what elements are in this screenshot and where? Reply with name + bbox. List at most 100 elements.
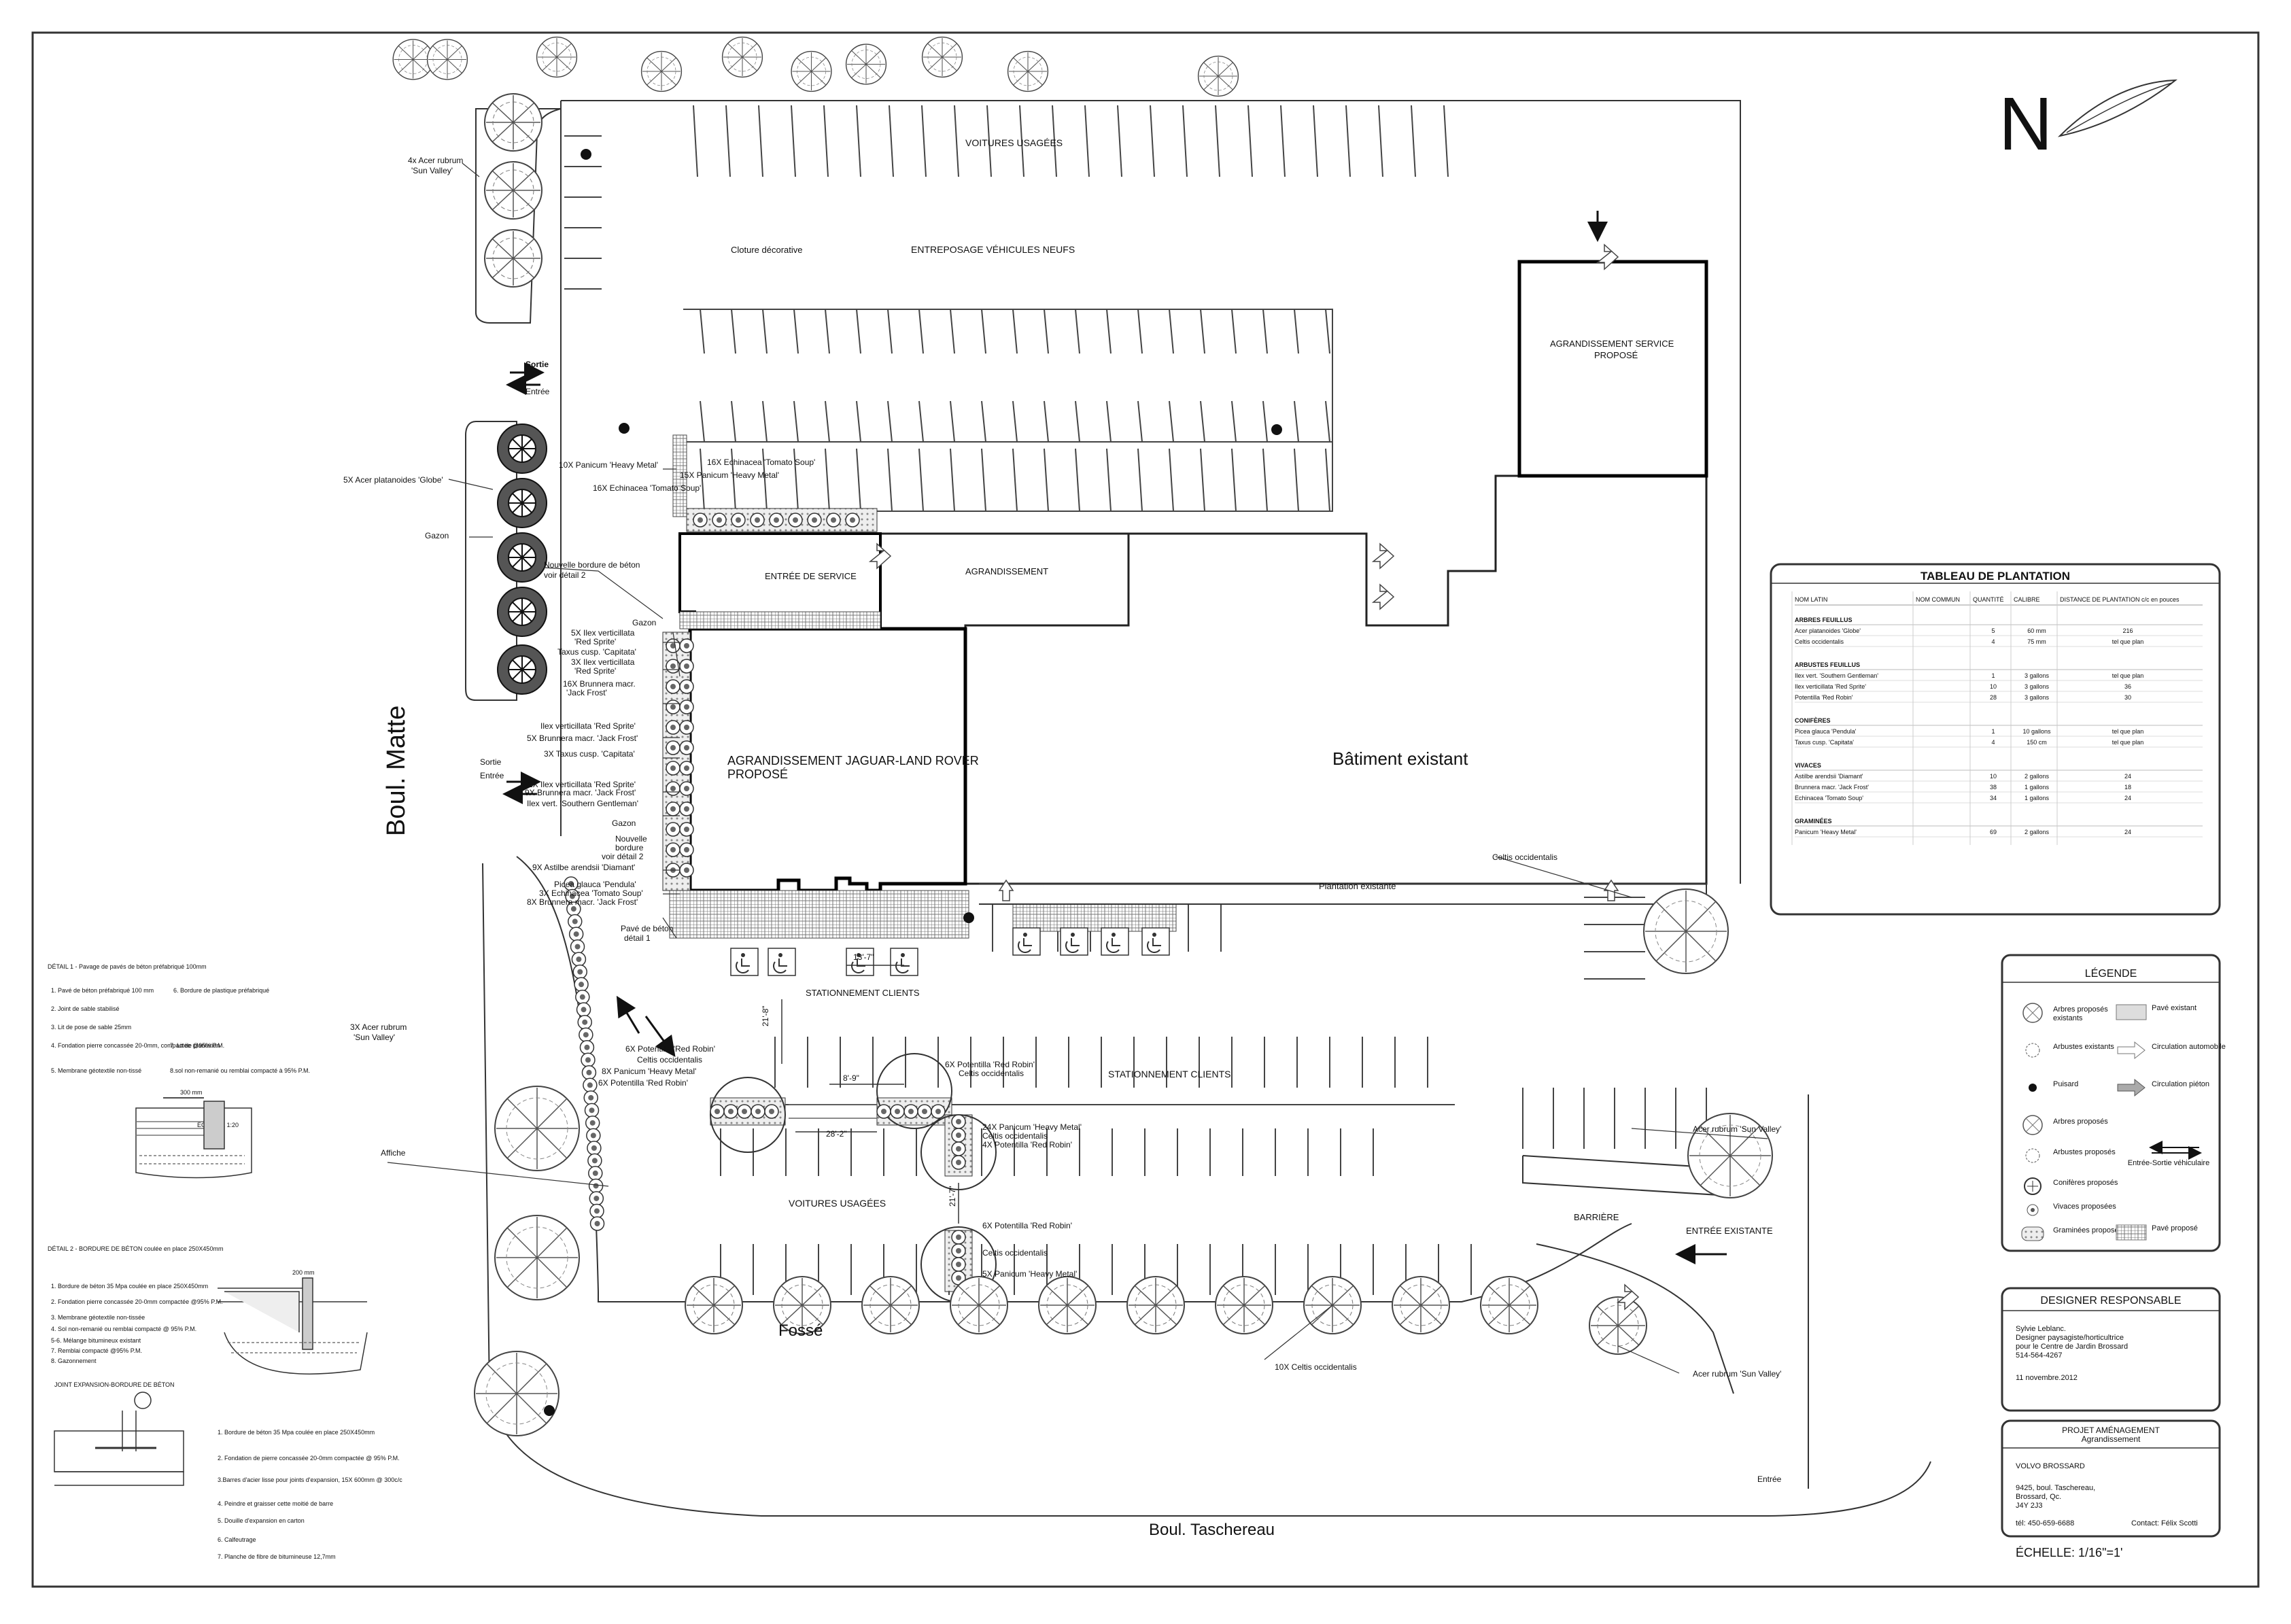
plant-table-cell: 38 [1990,784,1997,791]
shrub-symbol [589,1216,605,1231]
parking-stalls-client-2 [720,1128,1374,1176]
stall-line [1231,400,1237,443]
shrub-symbol [570,939,585,954]
stall-line [986,105,992,177]
stall-line [1044,400,1049,443]
label-pot-6a: 6X Potentilla 'Red Robin' [625,1044,715,1054]
stall-line [700,309,705,354]
handicap-icon [890,948,918,976]
label-celtis-3: Celtis occidentalis [959,1069,1024,1078]
detail-3-item-1: 1. Bordure de béton 35 Mpa coulée en pla… [218,1429,375,1436]
label-ilex-sg: Ilex vert. 'Southern Gentleman' [527,799,638,808]
stall-line [1044,309,1049,354]
globe-tree-symbol [497,532,547,583]
shrub-symbol [951,1141,966,1156]
plant-table-cell: 2 gallons [2025,829,2050,835]
legend-item-label: Pavé existant [2152,1004,2197,1012]
shrub-symbol [917,1104,932,1119]
stall-line [1150,105,1155,177]
shrub-symbol [568,914,583,929]
big-tree-symbol [494,1215,580,1300]
island-connector [789,1104,877,1119]
plant-table-cell: 4 [1991,638,1995,645]
shrub-symbol [583,1090,598,1105]
project-title-1: PROJET AMÉNAGEMENT [2062,1425,2160,1435]
tree-symbol [921,36,963,78]
label-acer-globe: 5X Acer platanoides 'Globe' [343,475,443,485]
plant-table-cell: 28 [1990,694,1997,701]
stall-line [1313,105,1318,177]
stall-line [1117,105,1122,177]
stall-line [981,448,986,512]
tree-symbol [1126,1276,1185,1334]
tree-symbol [536,36,578,78]
shrub-symbol [679,822,694,837]
street-matte: Boul. Matte [382,706,411,836]
stall-line [1012,400,1018,443]
label-acer-r1: Acer rubrum 'Sun Valley' [1693,1124,1781,1134]
label-new-storage: ENTREPOSAGE VÉHICULES NEUFS [911,244,1075,255]
stall-line [1200,448,1205,512]
label-entrance: Entrée [1757,1474,1782,1484]
plant-table-header: DISTANCE DE PLANTATION c/c en pouces [2060,596,2180,603]
shrub-symbol [666,781,681,796]
globe-tree-symbol [497,424,547,474]
label-ilex-3b: 'Red Sprite' [574,666,616,676]
pedestrian-arrows [868,243,1640,1311]
label-ilex-5a: 5X Ilex verticillata [571,628,635,638]
stall-line [1075,309,1080,354]
label-ilex-3a: 3X Ilex verticillata [571,657,635,667]
stall-line [762,309,768,354]
stall-line [981,400,986,443]
plant-table-cell: Picea glauca 'Pendula' [1795,728,1857,735]
handicap-icon [1141,927,1170,956]
shrub-symbol [585,1116,600,1130]
stall-line [731,400,736,443]
stall-line [1012,448,1018,512]
leader-lines [387,162,1768,1374]
stall-line [1325,400,1330,443]
plant-table-cell: 1 gallons [2025,784,2050,791]
detail-2-item-1: 1. Bordure de béton 35 Mpa coulée en pla… [51,1283,208,1290]
north-arrow-icon [2057,79,2177,137]
label-celtis-4: Celtis occidentalis [982,1131,1048,1141]
legend-title: LÉGENDE [2085,967,2137,980]
label-barrier: BARRIÈRE [1574,1212,1619,1222]
stall-line [758,105,763,177]
north-letter: N [1999,82,2052,166]
circulation-arrows [502,211,1727,1264]
label-pan-5: 5X Panicum 'Heavy Metal' [982,1269,1077,1279]
shrub-symbol [572,964,587,980]
shrub-symbol [679,720,694,735]
legend-item-label: Arbres proposés [2053,1005,2108,1014]
stall-line [1137,448,1143,512]
shrub-symbol [589,1191,604,1206]
detail-2-item-2: 2. Fondation pierre concassée 20-0mm com… [51,1298,223,1305]
tree-symbol [1038,1276,1097,1334]
stall-line [731,309,736,354]
stall-line [981,309,986,354]
lawn-strip-top [475,108,562,324]
label-brunnera-16b: 'Jack Frost' [566,688,607,697]
label-ilex-rs: Ilex verticillata 'Red Sprite' [540,721,636,731]
shrub-symbol [588,1166,603,1181]
stall-line [1182,105,1188,177]
shrub-symbol [951,1243,966,1258]
stall-line [1019,105,1024,177]
shrub-symbol [587,1141,602,1156]
paver-strip-front [669,890,969,939]
detail-2-section [218,1277,368,1375]
project-phone: tél: 450-659-6688 [2016,1519,2074,1527]
designer-line-5: 11 novembre.2012 [2016,1374,2078,1382]
label-service-entrance: ENTRÉE DE SERVICE [765,571,857,581]
label-paver-1: Pavé de béton [621,924,673,933]
handicap-icon [768,948,796,976]
label-fence: Cloture décorative [731,245,803,255]
stall-line [918,448,924,512]
handicap-icon [1101,927,1129,956]
shrub-symbol [586,1128,601,1143]
legend-item-label: Pavé proposé [2152,1224,2198,1232]
label-dim-2: 21'-8" [761,1005,770,1026]
storage-outline-2 [683,441,1333,512]
designer-line-3: pour le Centre de Jardin Brossard [2016,1343,2128,1351]
